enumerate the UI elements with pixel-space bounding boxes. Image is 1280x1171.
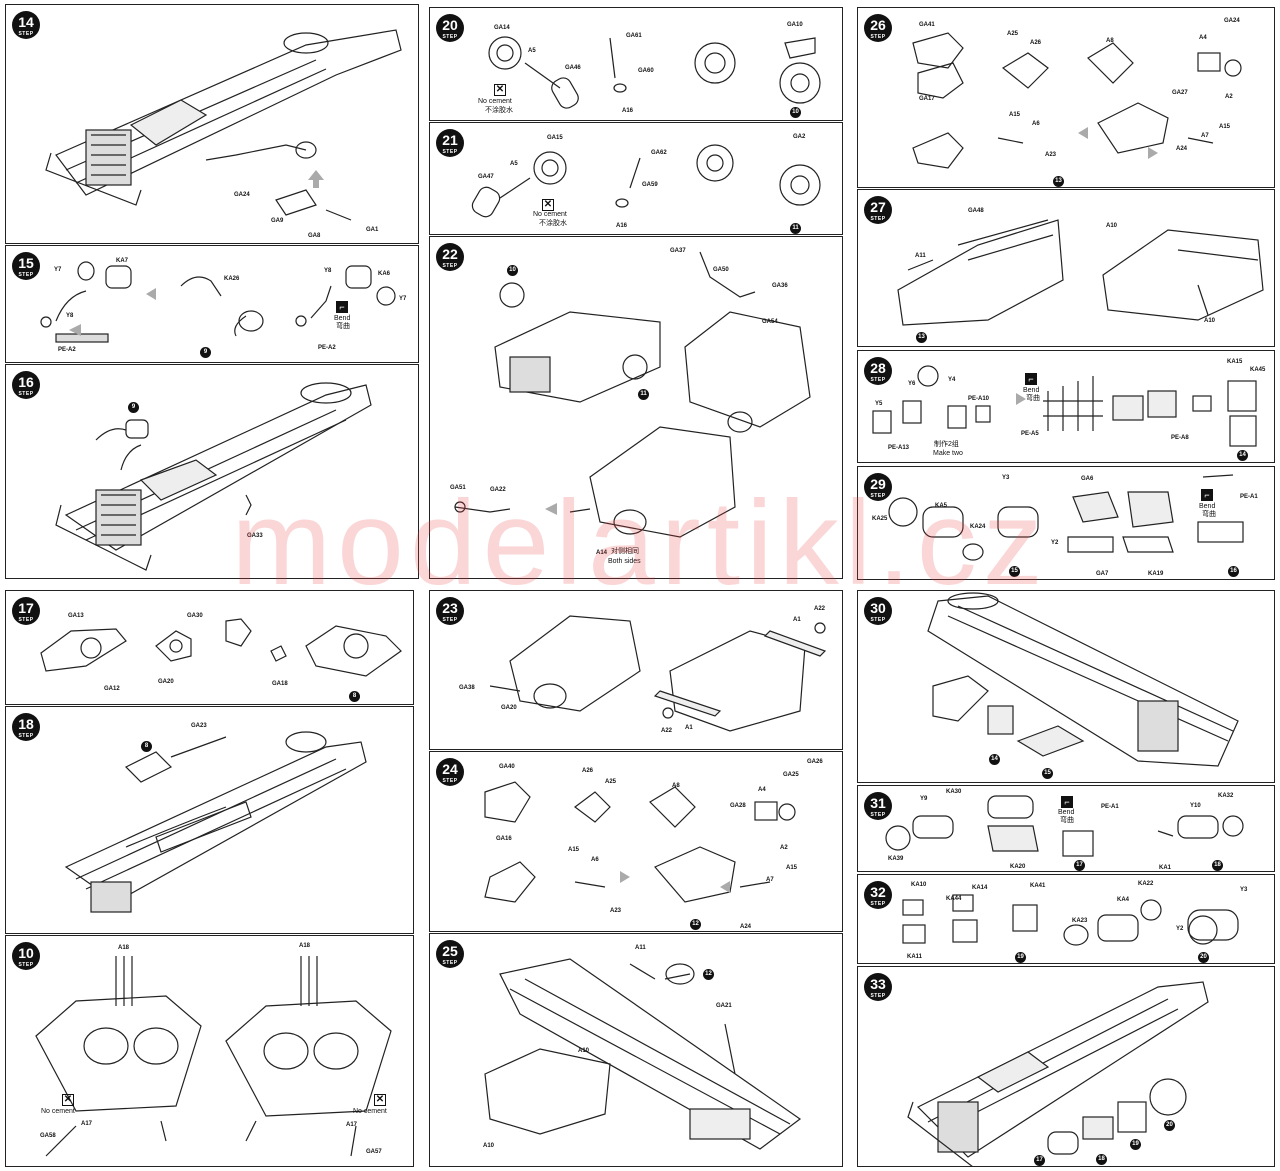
step-25-chassis-drawing: [484, 958, 802, 1150]
step-23-axle-drawing: [489, 615, 827, 732]
step-29-tank-drawing: [888, 474, 1244, 561]
sub-assembly-ref: 11: [638, 389, 649, 400]
step-19-suspension-drawing: [35, 956, 392, 1157]
sub-assembly-ref: 14: [1237, 450, 1248, 461]
sub-assembly-ref: 20: [1198, 952, 1209, 963]
no-cement-icon: ✕: [62, 1094, 74, 1106]
step-28-battery-drawing: [872, 365, 1257, 447]
sub-assembly-ref: 11: [790, 223, 801, 234]
step-33-chassis-drawing: [907, 981, 1209, 1166]
bend-icon: ⌐: [1201, 489, 1213, 501]
step-30-chassis-drawing: [927, 592, 1239, 767]
sub-assembly-ref: 19: [1015, 952, 1026, 963]
sub-assembly-ref: 19: [1130, 1139, 1141, 1150]
step-14-chassis-drawing: [45, 29, 402, 221]
sub-assembly-ref: 8: [349, 691, 360, 702]
sub-assembly-ref: 18: [1096, 1154, 1107, 1165]
sub-assembly-ref: 13: [1053, 176, 1064, 187]
sub-assembly-ref: 13: [916, 332, 927, 343]
sub-assembly-ref: 9: [128, 402, 139, 413]
sub-assembly-ref: 17: [1034, 1155, 1045, 1166]
step-20-hub-drawing: [488, 36, 821, 109]
step-27-chassis-drawing: [897, 219, 1264, 326]
bend-icon: ⌐: [1061, 796, 1073, 808]
step-26-diff-drawing: [912, 32, 1242, 169]
sub-assembly-ref: 15: [1042, 768, 1053, 779]
sub-assembly-ref: 12: [690, 919, 701, 930]
step-31-tank-drawing: [885, 795, 1244, 857]
step-24-diff-drawing: [484, 781, 796, 903]
step-22-frame-drawing: [454, 251, 811, 538]
step-16-chassis-drawing: [55, 382, 372, 571]
no-cement-icon: ✕: [374, 1094, 386, 1106]
step-32-tank-drawing: [902, 894, 1239, 946]
sub-assembly-ref: 16: [1228, 566, 1239, 577]
sub-assembly-ref: 10: [507, 265, 518, 276]
sub-assembly-ref: 8: [141, 741, 152, 752]
sub-assembly-ref: 14: [989, 754, 1000, 765]
sub-assembly-ref: 20: [1164, 1120, 1175, 1131]
sub-assembly-ref: 10: [790, 107, 801, 118]
step-21-hub-drawing: [471, 144, 821, 218]
no-cement-icon: ✕: [494, 84, 506, 96]
step-18-chassis-drawing: [64, 731, 367, 913]
bend-icon: ⌐: [1025, 373, 1037, 385]
sub-assembly-ref: 18: [1212, 860, 1223, 871]
sub-assembly-ref: 15: [1009, 566, 1020, 577]
step-17-axle-drawing: [40, 618, 402, 677]
step-15-pipes-drawing: [40, 261, 396, 343]
bend-icon: ⌐: [336, 301, 348, 313]
no-cement-icon: ✕: [542, 199, 554, 211]
sub-assembly-ref: 9: [200, 347, 211, 358]
sub-assembly-ref: 17: [1074, 860, 1085, 871]
sub-assembly-ref: 12: [703, 969, 714, 980]
